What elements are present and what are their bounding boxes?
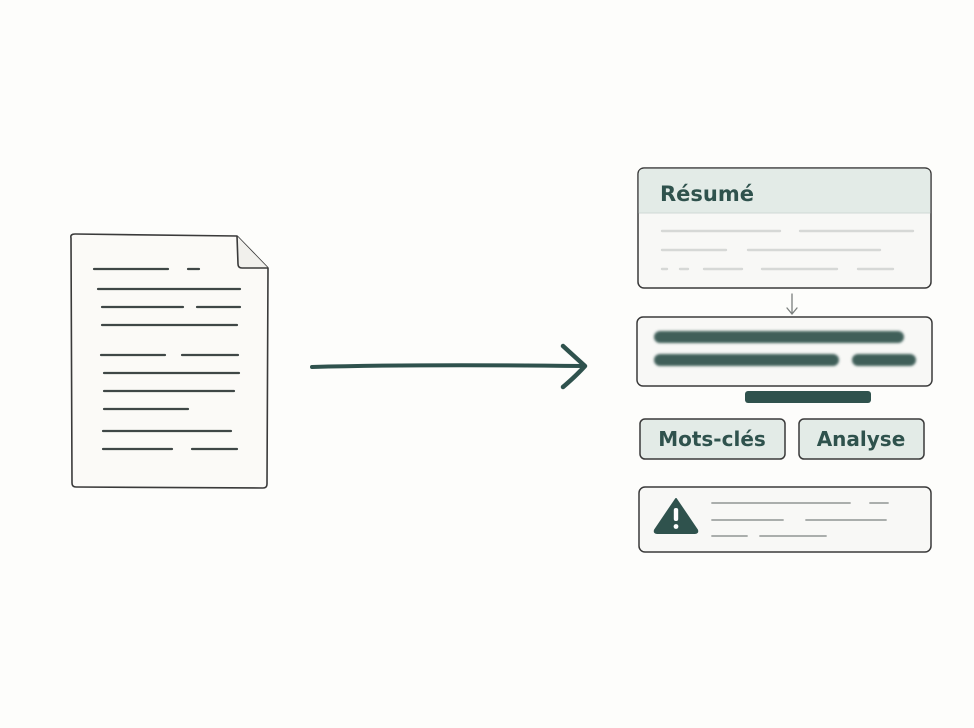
connector-arrow-icon <box>786 293 798 316</box>
warning-card-text-lines <box>711 502 889 537</box>
document-text-lines <box>92 267 242 451</box>
analysis-button-label: Analyse <box>817 427 906 451</box>
summary-card: Résumé <box>637 167 932 289</box>
document-fold-corner <box>236 235 268 269</box>
extract-underline-bar <box>745 391 871 403</box>
warning-card <box>638 486 932 553</box>
source-document <box>70 233 269 489</box>
summary-card-header <box>638 168 931 213</box>
arrow-right-icon <box>310 343 588 390</box>
summary-card-text-lines <box>660 229 915 271</box>
keywords-button[interactable]: Mots-clés <box>639 418 786 460</box>
warning-icon <box>653 498 699 534</box>
analysis-button[interactable]: Analyse <box>798 418 925 460</box>
keywords-button-label: Mots-clés <box>658 427 766 451</box>
summary-card-title: Résumé <box>660 182 754 206</box>
document-icon <box>70 233 269 489</box>
extract-card <box>636 316 933 387</box>
extract-highlight-bars <box>654 331 916 366</box>
